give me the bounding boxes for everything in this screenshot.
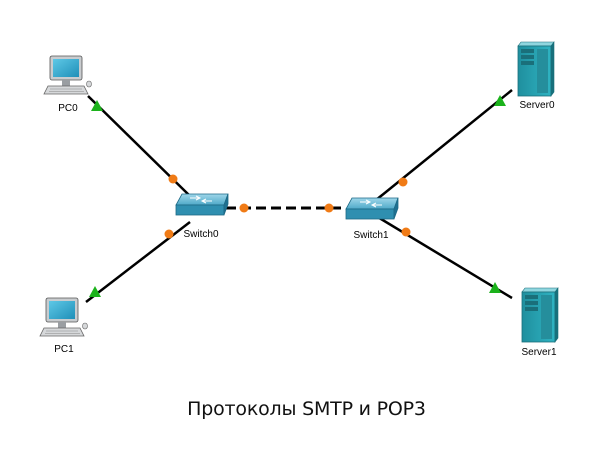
port-up-triangle — [494, 95, 506, 106]
pc0-device[interactable] — [43, 55, 92, 95]
server0-device[interactable] — [517, 41, 555, 97]
port-up-triangle — [489, 282, 501, 293]
pc0-label: PC0 — [58, 103, 78, 114]
link-pc1-switch0[interactable] — [85, 221, 191, 303]
switch0-device[interactable] — [175, 193, 229, 216]
port-dot — [324, 203, 334, 213]
pc1-device[interactable] — [39, 297, 88, 337]
port-up-triangle — [91, 100, 103, 111]
pc-icon — [39, 297, 88, 337]
switch-icon — [345, 197, 399, 220]
port-dot — [398, 177, 408, 187]
port-up-triangle — [89, 286, 101, 297]
port-dot — [168, 174, 178, 184]
switch1-label: Switch1 — [353, 230, 388, 241]
server0-label: Server0 — [519, 100, 554, 111]
pc-icon — [43, 55, 92, 95]
link-switch1-server1[interactable] — [375, 214, 513, 300]
server1-device[interactable] — [521, 287, 559, 343]
switch-icon — [175, 193, 229, 216]
switch1-device[interactable] — [345, 197, 399, 220]
pc1-label: PC1 — [54, 344, 74, 355]
server1-label: Server1 — [521, 347, 556, 358]
link-switch1-server0[interactable] — [375, 89, 513, 201]
server-icon — [517, 41, 555, 97]
diagram-caption: Протоколы SMTP и POP3 — [187, 398, 426, 420]
switch0-label: Switch0 — [183, 229, 218, 240]
port-dot — [401, 227, 411, 237]
port-dot — [239, 203, 249, 213]
port-dot — [164, 229, 174, 239]
server-icon — [521, 287, 559, 343]
